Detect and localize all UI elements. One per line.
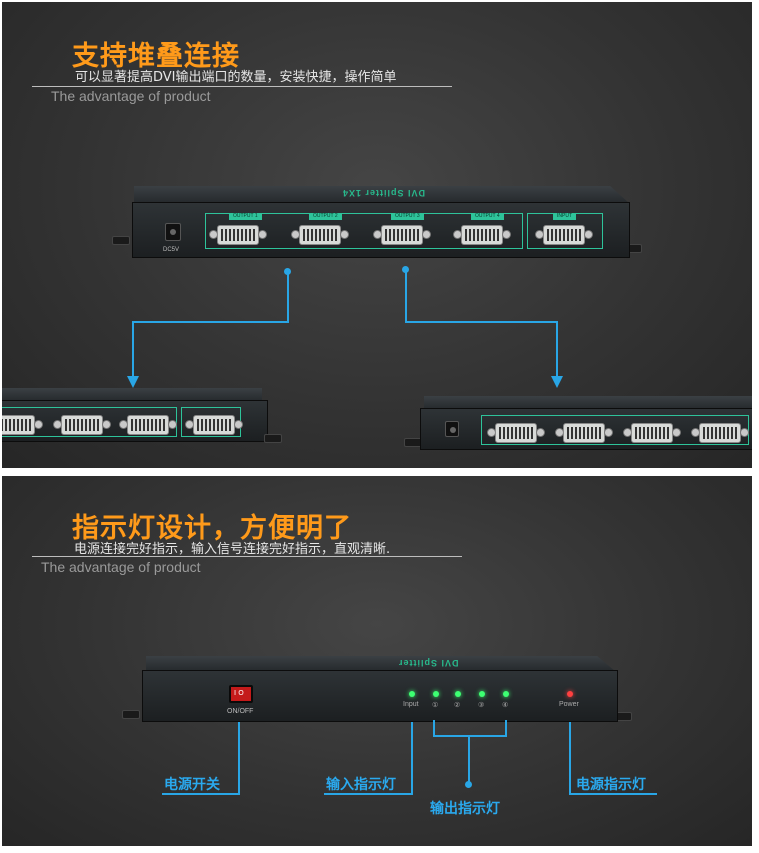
port-tag-output1: OUTPUT 1: [229, 213, 262, 220]
stacked-right-dvi-2: [555, 423, 613, 443]
stacked-left-dvi-1: [2, 415, 43, 435]
splitter-front-face: DC5V OUTPUT 1 OUTPUT 2 OUTPUT 3 OUTPUT 4…: [132, 202, 630, 258]
input-led-label: Input: [403, 701, 419, 708]
stacked-right-top-face: [424, 396, 752, 410]
dvi-port-output3: [373, 225, 431, 245]
dvi-port-output2: [291, 225, 349, 245]
dvi-port-input: [535, 225, 593, 245]
arrow-down-left: [127, 376, 139, 388]
dvi-port-output1: [209, 225, 267, 245]
power-switch-label: ON/OFF: [227, 708, 254, 715]
indicator-brand: DVI Splitter: [398, 658, 459, 668]
advantage-caption-2: The advantage of product: [41, 559, 201, 575]
stacking-panel: 支持堆叠连接 可以显著提高DVI输出端口的数量，安装快捷，操作简单 The ad…: [2, 2, 752, 468]
callout-output-light: 输出指示灯: [430, 801, 500, 817]
output-led-2: [455, 691, 461, 697]
connection-line-left-h: [132, 321, 289, 323]
port-tag-output2: OUTPUT 2: [309, 213, 342, 220]
output-led-3: [479, 691, 485, 697]
callout-line-switch-h: [162, 793, 240, 795]
connection-line-right-v1: [405, 270, 407, 322]
mount-ear-left-2: [122, 710, 140, 719]
stacked-right-dvi-3: [623, 423, 681, 443]
stacked-right-dc-jack: [445, 421, 459, 437]
dc-label: DC5V: [163, 247, 180, 253]
callout-bracket-bottom: [433, 735, 507, 737]
callout-line-switch-v: [238, 722, 240, 794]
connection-line-left-v2: [132, 321, 134, 377]
power-led: [567, 691, 573, 697]
callout-line-power-v: [569, 722, 571, 794]
indicator-panel: 指示灯设计，方便明了 电源连接完好指示，输入信号连接完好指示，直观清晰. The…: [2, 476, 752, 846]
port-tag-input: INPUT: [553, 213, 576, 220]
arrow-down-right: [551, 376, 563, 388]
input-led: [409, 691, 415, 697]
indicator-subline: 电源连接完好指示，输入信号连接完好指示，直观清晰.: [74, 542, 391, 557]
callout-power-light: 电源指示灯: [576, 777, 646, 793]
callout-line-input-h: [324, 793, 413, 795]
callout-line-input-v: [411, 722, 413, 794]
power-switch[interactable]: [229, 685, 253, 703]
stacking-heading: 支持堆叠连接: [72, 41, 240, 72]
indicator-splitter-front: ON/OFF Input ① ② ③ ④ Power: [142, 670, 618, 722]
indicator-heading: 指示灯设计，方便明了: [72, 513, 352, 544]
output-led-1-label: ①: [432, 702, 439, 709]
callout-bracket-right: [505, 720, 507, 736]
output-led-1: [433, 691, 439, 697]
connection-dot-left: [284, 268, 291, 275]
connection-dot-right: [402, 266, 409, 273]
connection-line-right-h: [405, 321, 558, 323]
mount-ear-left: [112, 236, 130, 245]
callout-line-output-v: [468, 736, 470, 782]
stacked-left-front-face: [2, 400, 268, 442]
callout-line-power-h: [569, 793, 657, 795]
heading-divider-2: [32, 556, 462, 557]
callout-power-switch: 电源开关: [164, 777, 220, 793]
stacked-left-dvi-2: [53, 415, 111, 435]
splitter-top-face: [134, 186, 630, 204]
heading-divider: [32, 86, 452, 87]
stacked-right-dvi-4: [691, 423, 749, 443]
indicator-splitter-top: [146, 656, 616, 672]
stacking-subline: 可以显著提高DVI输出端口的数量，安装快捷，操作简单: [75, 70, 397, 85]
dc-power-jack: [165, 223, 181, 241]
connection-line-right-v2: [556, 321, 558, 377]
advantage-caption: The advantage of product: [51, 88, 211, 104]
stacked-right-front-face: [420, 408, 752, 450]
port-tag-output4: OUTPUT 4: [471, 213, 504, 220]
splitter-brand: DVI Splitter 1X4: [342, 188, 426, 198]
output-port-frame: [205, 213, 523, 249]
output-led-2-label: ②: [454, 702, 461, 709]
output-led-3-label: ③: [478, 702, 485, 709]
stacked-left-dvi-3: [119, 415, 177, 435]
callout-bracket-left: [433, 720, 435, 736]
port-tag-output3: OUTPUT 3: [391, 213, 424, 220]
stacked-right-dvi-1: [487, 423, 545, 443]
callout-dot-output: [465, 781, 472, 788]
output-led-4: [503, 691, 509, 697]
dvi-port-output4: [453, 225, 511, 245]
callout-input-light: 输入指示灯: [326, 777, 396, 793]
stacked-left-top-face: [2, 388, 262, 402]
stacked-left-dvi-input: [185, 415, 243, 435]
power-led-label: Power: [559, 701, 579, 708]
connection-line-left-v1: [287, 272, 289, 322]
stacked-left-ear: [264, 434, 282, 443]
output-led-4-label: ④: [502, 702, 509, 709]
